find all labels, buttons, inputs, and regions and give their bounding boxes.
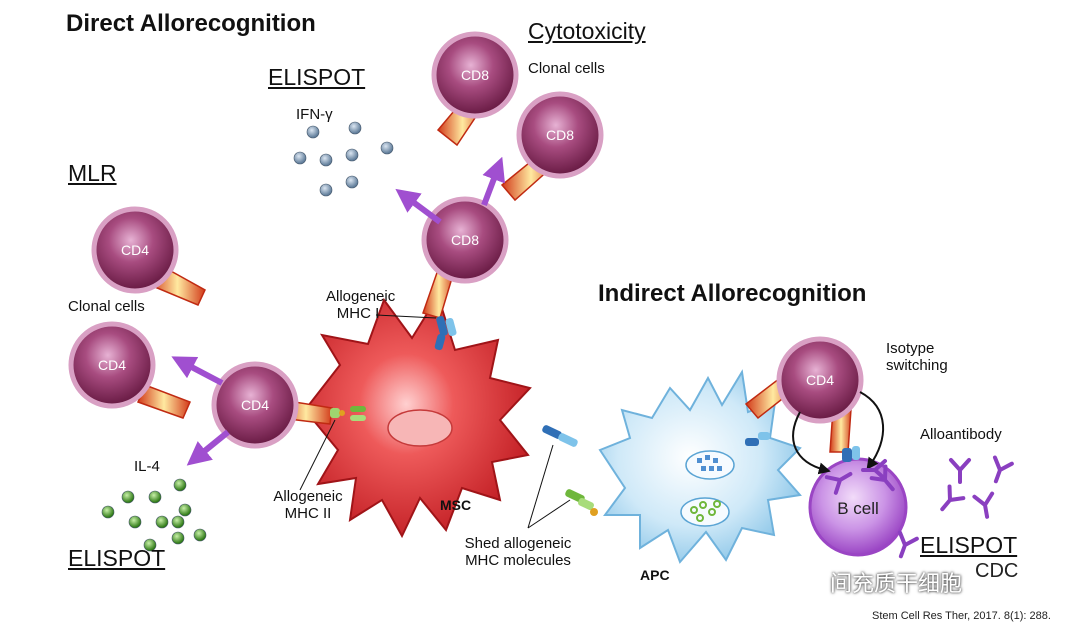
proliferation-arrows [171,156,505,466]
cd4-cell-upper [91,206,179,294]
allogeneic-mhc1-label: Allogeneic MHC I [326,288,396,322]
isotype-switching-label: Isotype switching [886,340,948,374]
cytokine-dot [345,148,359,162]
cd4-cell-indirect [776,336,864,424]
apc-cell [598,369,802,564]
msc-label: MSC [440,497,471,513]
shed-mhc-label: Shed allogeneic MHC molecules [464,535,572,569]
antibody-icon [972,491,995,519]
arrow-to-cd4 [171,356,224,386]
il4-label: IL-4 [134,458,160,475]
bcell-label: B cell [837,499,879,518]
apc-mhc-molecules [745,432,860,462]
clonal-cells-left-label: Clonal cells [68,298,145,315]
alloantibody-label: Alloantibody [920,426,1002,443]
cd8-cell-top [431,31,519,119]
cytokine-dot [128,515,142,529]
antibody-icon [992,455,1014,484]
cytokine-dot [319,183,333,197]
arrow-to-il4 [186,429,230,466]
allogeneic-mhc2-label: Allogeneic MHC II [273,488,343,522]
indirect-allorecognition-title: Indirect Allorecognition [598,280,867,307]
antibody-icon [861,459,887,481]
cytokine-dot [173,478,187,492]
antibody-icon [897,530,919,559]
il4-dots [101,478,207,552]
cytokine-dot [171,515,185,529]
cd4-label: CD4 [806,372,834,388]
arrow-to-cd8 [481,156,505,207]
arrow-to-ifn [395,188,442,225]
apc-label: APC [640,567,670,583]
cytokine-dot [319,153,333,167]
cytokine-dot [193,528,207,542]
cd8-cell-right [516,91,604,179]
cytotoxicity-label: Cytotoxicity [528,18,646,44]
cytokine-dot [345,175,359,189]
cd4-cell-center [211,361,299,449]
mhc2-molecule [330,406,366,421]
ifn-gamma-label: IFN-γ [296,106,333,123]
direct-allorecognition-title: Direct Allorecognition [66,10,316,37]
cytokine-dot [293,151,307,165]
cd8-label: CD8 [546,127,574,143]
cytokine-dot [148,490,162,504]
mlr-label: MLR [68,160,117,186]
citation: Stem Cell Res Ther, 2017. 8(1): 288. [872,610,1051,622]
cd4-label: CD4 [241,397,269,413]
ifn-gamma-dots [293,121,394,197]
cytokine-dot [306,125,320,139]
antibody-icon [940,484,966,512]
watermark: 间充质干细胞 [830,572,963,597]
elispot-right-label: ELISPOT [920,532,1018,558]
msc-nucleus [387,409,453,447]
cytokine-dot [101,505,115,519]
cytokine-dot [171,531,185,545]
cd8-cell-center [421,196,509,284]
cd8-label: CD8 [461,67,489,83]
cd4-label: CD4 [121,242,149,258]
cytokine-dot [178,503,192,517]
antibody-icon [824,472,853,495]
cd4-label: CD4 [98,357,126,373]
cytokine-dot [143,538,157,552]
elispot-top-label: ELISPOT [268,64,366,90]
shed-mhc-molecules [542,425,598,516]
leader-lines [299,314,571,529]
mhc1-molecule [434,315,457,351]
elispot-left-label: ELISPOT [68,545,166,571]
antibody-icon [949,458,971,484]
isotype-switch-arrows [792,391,884,475]
cytokine-dot [121,490,135,504]
alloantibodies [824,455,1014,559]
cd4-cell-clonal [68,321,156,409]
cytokine-dot [380,141,394,155]
cytokine-dot [155,515,169,529]
cytokine-dot [348,121,362,135]
cdc-label: CDC [975,560,1019,582]
tcells [68,31,864,449]
clonal-cells-top-label: Clonal cells [528,60,605,77]
msc-cell [303,293,532,539]
cd8-label: CD8 [451,232,479,248]
